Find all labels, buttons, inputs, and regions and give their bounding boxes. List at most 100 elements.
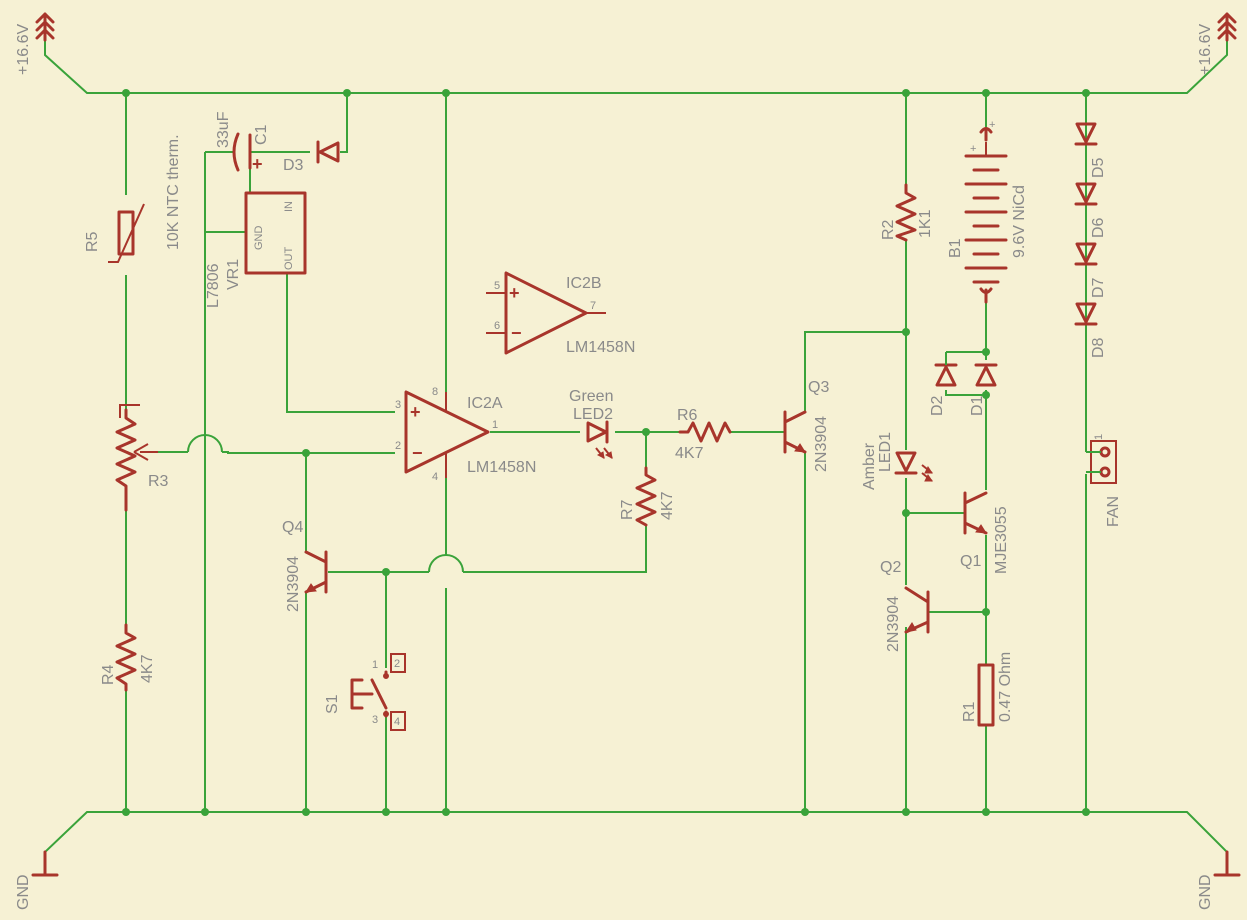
- d3-ref: D3: [283, 157, 304, 174]
- ic2a-pin3: 3: [395, 399, 401, 411]
- resistor-r1: R1 0.47 Ohm: [961, 652, 1014, 727]
- ic2a-value: LM1458N: [467, 459, 536, 476]
- thermistor-r5: R5 10K NTC therm.: [84, 134, 182, 263]
- q1-value: MJE3055: [993, 506, 1010, 574]
- ic2a-pin4: 4: [432, 471, 438, 483]
- b1-value: 9.6V NiCd: [1011, 185, 1028, 258]
- vr1-ref: VR1: [225, 259, 242, 290]
- c1-ref: C1: [253, 124, 270, 145]
- led2-ref: LED2: [573, 406, 613, 423]
- d1-ref: D1: [969, 395, 986, 416]
- supply-rail: +16.6V +16.6V: [15, 12, 1237, 94]
- potentiometer-r3: R3: [115, 404, 169, 512]
- s1-pin3: 3: [372, 714, 378, 726]
- r7-value: 4K7: [659, 491, 676, 520]
- vr1-pin-gnd: GND: [253, 226, 265, 251]
- svg-text:+: +: [410, 402, 421, 422]
- svg-text:+: +: [252, 154, 263, 174]
- diode-d3: D3: [283, 140, 340, 174]
- opamp-ic2a: + − 3 2 1 8 4 IC2A LM1458N: [395, 386, 536, 483]
- d2-ref: D2: [929, 395, 946, 416]
- b1-ref: B1: [947, 238, 964, 258]
- diode-d8: D8: [1074, 302, 1107, 358]
- ic2a-ref: IC2A: [467, 395, 503, 412]
- vr1-pin-in: IN: [283, 201, 295, 212]
- regulator-vr1: GND IN OUT L7806 VR1: [205, 191, 307, 308]
- diode-d7: D7: [1074, 242, 1107, 298]
- junctions: [122, 89, 1090, 816]
- transistor-q4: Q4 2N3904: [282, 519, 328, 612]
- r1-ref: R1: [961, 701, 978, 722]
- supply-arrow-left-icon: [35, 12, 55, 42]
- led1-ref: LED1: [877, 432, 894, 472]
- r1-value: 0.47 Ohm: [997, 652, 1014, 722]
- r7-ref: R7: [619, 499, 636, 520]
- r6-value: 4K7: [675, 445, 704, 462]
- supply-label-left: +16.6V: [15, 24, 32, 75]
- fan-pin1: 1: [1093, 434, 1105, 440]
- r3-ref: R3: [148, 473, 169, 490]
- q3-ref: Q3: [808, 379, 829, 396]
- ic2b-pin7: 7: [590, 300, 596, 312]
- fan-ref: FAN: [1105, 496, 1122, 527]
- transistor-q1: Q1 MJE3055: [960, 491, 1010, 574]
- r2-value: 1K1: [917, 209, 934, 238]
- svg-text:+: +: [989, 119, 995, 131]
- ground-symbol-right-icon: [1213, 850, 1241, 877]
- s1-pin4: 4: [394, 716, 400, 728]
- r6-ref: R6: [677, 407, 698, 424]
- diode-d5: D5: [1074, 120, 1107, 325]
- q4-value: 2N3904: [285, 556, 302, 612]
- r5-value: 10K NTC therm.: [165, 134, 182, 250]
- s1-ref: S1: [324, 694, 341, 714]
- supply-label-right: +16.6V: [1197, 24, 1214, 75]
- d8-ref: D8: [1090, 337, 1107, 358]
- s1-pin1: 1: [372, 659, 378, 671]
- led-led2: Green LED2: [569, 388, 613, 459]
- resistor-r7: R7 4K7: [619, 466, 676, 527]
- ic2b-pin6: 6: [494, 320, 500, 332]
- svg-text:+: +: [970, 143, 976, 155]
- wires: [125, 93, 1087, 812]
- transistor-q2: Q2 2N3904: [880, 559, 930, 652]
- ic2a-pin8: 8: [432, 386, 438, 398]
- resistor-r6: R6 4K7: [675, 407, 732, 462]
- ic2b-value: LM1458N: [566, 339, 635, 356]
- r5-ref: R5: [84, 231, 101, 252]
- r2-ref: R2: [880, 219, 897, 240]
- q3-value: 2N3904: [813, 416, 830, 472]
- d5-ref: D5: [1090, 157, 1107, 178]
- resistor-r4: R4 4K7: [100, 623, 156, 692]
- d7-ref: D7: [1090, 277, 1107, 298]
- q2-value: 2N3904: [885, 596, 902, 652]
- q1-ref: Q1: [960, 553, 981, 570]
- ic2b-ref: IC2B: [566, 275, 602, 292]
- capacitor-c1: + 33uF C1: [215, 111, 270, 174]
- resistor-r2: R2 1K1: [880, 183, 934, 242]
- transistor-q3: Q3 2N3904: [783, 379, 830, 472]
- ground-label-left: GND: [15, 874, 32, 910]
- svg-text:−: −: [412, 443, 423, 463]
- opamp-ic2b: + − 5 6 7 IC2B LM1458N: [486, 271, 635, 356]
- led2-value: Green: [569, 388, 613, 405]
- svg-text:−: −: [511, 323, 522, 343]
- led1-value: Amber: [861, 442, 878, 490]
- q2-ref: Q2: [880, 559, 901, 576]
- diode-d1: D1: [969, 363, 998, 416]
- ic2a-pin2: 2: [395, 440, 401, 452]
- vr1-pin-out: OUT: [283, 247, 295, 271]
- ic2b-pin5: 5: [494, 280, 500, 292]
- switch-s1: 1 2 3 4 S1: [324, 653, 406, 731]
- svg-text:+: +: [509, 283, 520, 303]
- r4-value: 4K7: [139, 654, 156, 683]
- diode-d2: D2: [929, 352, 958, 416]
- diode-d6: D6: [1074, 182, 1107, 238]
- battery-b1: + + B1 9.6V NiCd: [947, 119, 1028, 304]
- ic2a-pin1: 1: [492, 419, 498, 431]
- led-led1: Amber LED1: [861, 432, 933, 490]
- supply-arrow-right-icon: [1217, 12, 1237, 42]
- ground-rail: GND GND: [15, 811, 1241, 910]
- q4-ref: Q4: [282, 519, 303, 536]
- fan-connector: 1 FAN: [1086, 434, 1122, 527]
